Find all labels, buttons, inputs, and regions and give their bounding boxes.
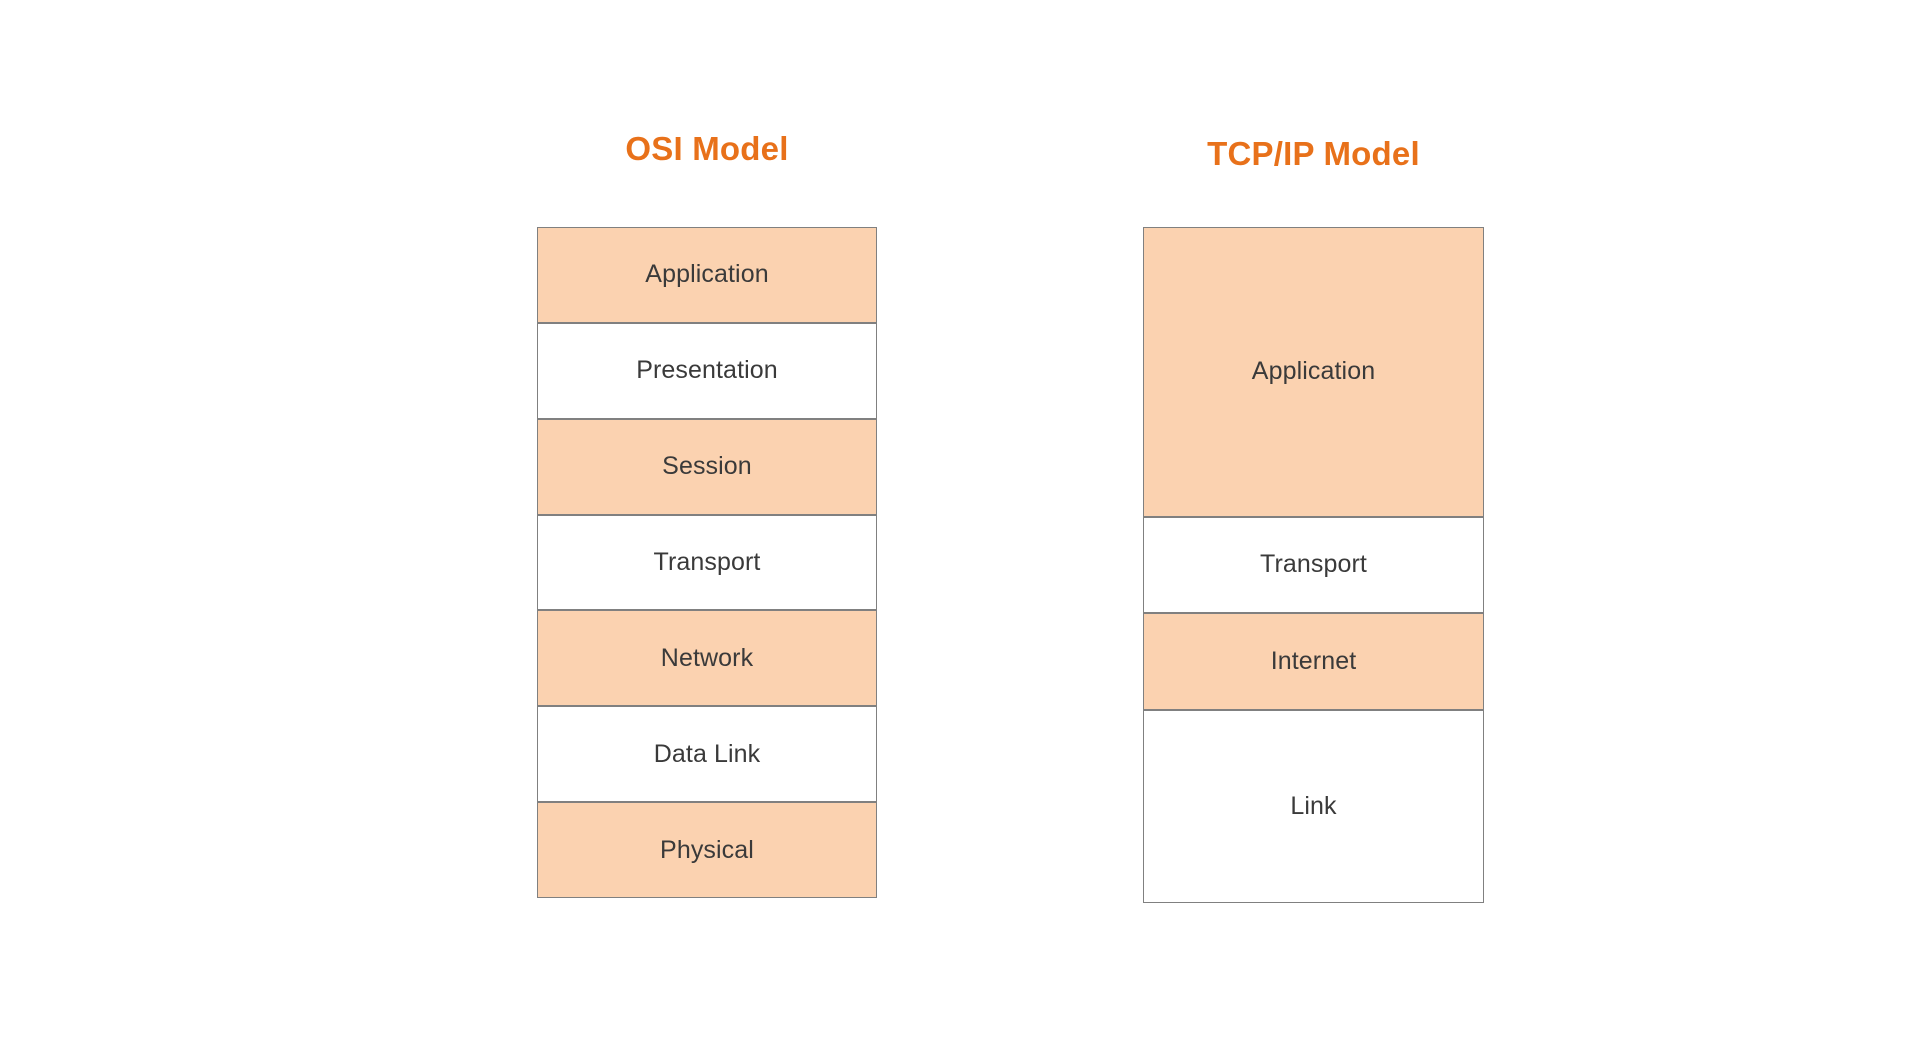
tcpip-layer-internet: Internet [1143,613,1484,710]
tcpip-model-title: TCP/IP Model [1207,135,1420,172]
layer-label: Application [645,260,769,289]
tcpip-layer-transport: Transport [1143,516,1484,614]
layer-label: Data Link [653,739,761,768]
layer-label: Application [1251,357,1376,386]
osi-layer-session: Session [537,418,877,515]
layer-label: Physical [660,835,754,864]
layer-label: Presentation [636,356,778,385]
layer-label: Link [1290,791,1337,820]
layer-label: Session [662,452,752,481]
osi-layer-network: Network [537,610,877,707]
osi-layer-physical: Physical [537,802,877,898]
tcpip-layer-link: Link [1143,709,1484,903]
osi-layer-transport: Transport [537,514,877,611]
osi-layer-presentation: Presentation [537,322,877,419]
layer-label: Network [660,643,754,672]
layer-label: Transport [1260,550,1367,579]
tcpip-layer-application: Application [1143,227,1484,517]
osi-layer-application: Application [537,227,877,323]
layer-label: Internet [1270,647,1357,676]
osi-layer-data-link: Data Link [537,706,877,803]
layer-label: Transport [653,547,761,576]
osi-model-title: OSI Model [625,130,789,167]
